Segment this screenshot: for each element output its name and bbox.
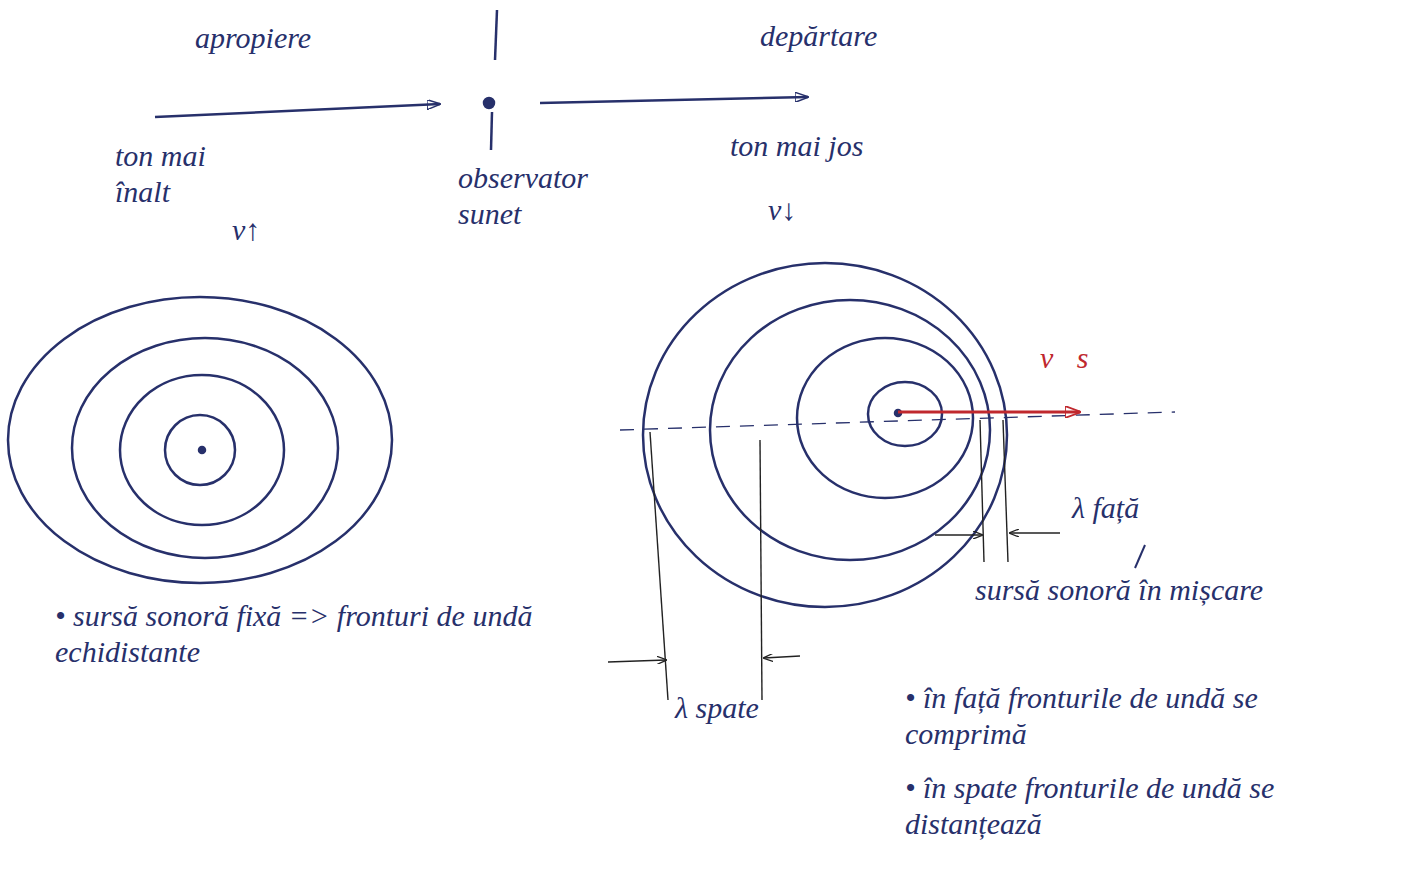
velocity-label: v⃗s (1040, 340, 1120, 376)
wavelength-label: λ spate (675, 690, 815, 726)
pitch-label: ton mai înalt (115, 138, 265, 210)
direction-label: apropiere (195, 20, 415, 56)
note-text: • în față fronturile de undă se comprimă (905, 680, 1375, 752)
note-text: • sursă sonoră fixă => fronturi de undă … (55, 598, 575, 670)
observer-label: observator sunet (458, 160, 658, 232)
frequency-symbol: ν↑ (232, 212, 312, 248)
pitch-label: ton mai jos (730, 128, 990, 164)
wavelength-label: λ față (1072, 490, 1192, 526)
direction-label: depărtare (760, 18, 1000, 54)
note-text: • în spate fronturile de undă se distanț… (905, 770, 1405, 842)
frequency-symbol: ν↓ (768, 192, 848, 228)
source-caption: sursă sonoră în mișcare (975, 572, 1285, 608)
